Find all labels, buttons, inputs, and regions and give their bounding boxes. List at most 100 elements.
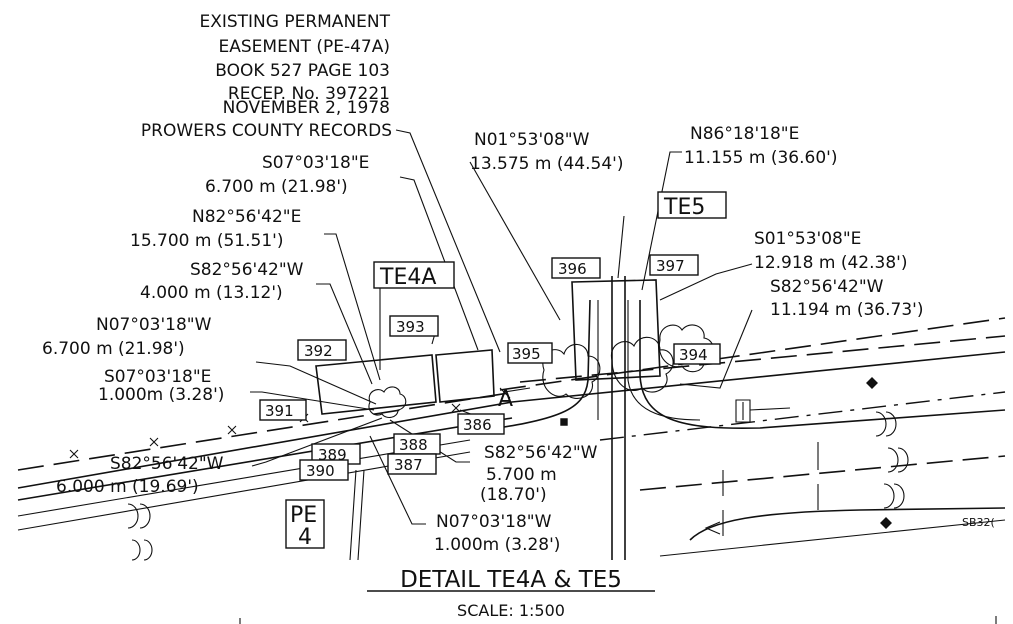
distance-text: 6.700 m (21.98'): [205, 177, 348, 197]
point-box: [457, 413, 505, 435]
point-box: [387, 453, 437, 475]
manhole-icons: [127, 411, 909, 561]
point-box: [259, 399, 307, 421]
pe4-tag-line2: 4: [298, 525, 312, 550]
parcel-tags: TE4A TE5 PE 4: [285, 191, 727, 550]
distance-text: 12.918 m (42.38'): [754, 253, 907, 273]
bearing-text: S07°03'18"E: [262, 153, 369, 173]
point-box: [299, 459, 349, 481]
point-number: 395: [512, 345, 541, 363]
road-lines: [17, 276, 1006, 560]
side-road-curb-left: [469, 299, 591, 433]
te5-tag-box: [657, 191, 727, 219]
point-number: 393: [396, 318, 425, 336]
side-road-curb-right-inner: [627, 300, 701, 421]
point-box: [297, 339, 347, 361]
square-icon: [560, 418, 568, 426]
note-line: EXISTING PERMANENT: [199, 12, 390, 32]
distance-text: 6.000 m (19.69'): [56, 477, 199, 497]
bearing-text: S82°56'42"W: [484, 443, 598, 463]
bearing-text: N86°18'18"E: [690, 124, 799, 144]
bearing-text: S82°56'42"W: [190, 260, 304, 280]
te4a-tag: TE4A: [379, 265, 436, 290]
point-number: 397: [656, 257, 685, 275]
sign-icon: [735, 399, 751, 423]
note-line: PROWERS COUNTY RECORDS: [141, 121, 392, 141]
bearing-text: S07°03'18"E: [104, 367, 211, 387]
bearing-text: N01°53'08"W: [474, 130, 590, 150]
distance-text: 6.700 m (21.98'): [42, 339, 185, 359]
pe4-tag-box: [285, 499, 325, 549]
distance-text: 5.700 m: [486, 465, 557, 485]
point-number: 386: [463, 416, 492, 434]
point-number: 387: [394, 456, 423, 474]
distance-text: 4.000 m (13.12'): [140, 283, 283, 303]
point-number: 396: [558, 260, 587, 278]
misc-marks: A SB32(: [498, 387, 995, 535]
row-line-upper-2: [519, 335, 1006, 383]
road-edge-1: [17, 351, 1006, 489]
site-features: [127, 279, 997, 624]
bearing-text: N82°56'42"E: [192, 207, 301, 227]
road-lane-dash-2: [659, 519, 1006, 557]
te5-tag: TE5: [663, 195, 705, 220]
baseline-marker: A: [498, 387, 513, 412]
distance-text: 13.575 m (44.54'): [470, 154, 623, 174]
point-box: [673, 343, 721, 365]
te5-parcel: [571, 279, 661, 381]
point-number: 391: [265, 402, 294, 420]
distance-text: 1.000m (3.28'): [98, 385, 224, 405]
point-number: 394: [679, 346, 708, 364]
note-line: BOOK 527 PAGE 103: [215, 61, 390, 81]
road-edge-2: [17, 417, 513, 501]
point-labels: 396 397 393 392 395 394 391 386 389 388 …: [259, 254, 721, 481]
leader-lines: [250, 129, 753, 525]
te4a-parcel-right: [435, 349, 495, 403]
distance-text: 11.194 m (36.73'): [770, 300, 923, 320]
side-road-curb-right: [639, 300, 1006, 430]
utility-pipe: [349, 469, 365, 561]
bearing-text: N07°03'18"W: [436, 512, 552, 532]
te4a-parcel-left: [315, 354, 437, 415]
te4a-tag-box: [373, 261, 455, 289]
scale-text: SCALE: 1:500: [457, 601, 565, 620]
bearing-text: S82°56'42"W: [110, 454, 224, 474]
diamond-icon: [866, 377, 878, 389]
tree-icon: [610, 336, 674, 393]
fence-line-left: [17, 391, 516, 471]
point-box: [389, 315, 439, 337]
bearing-text: S01°53'08"E: [754, 229, 861, 249]
distance-text: 1.000m (3.28'): [434, 535, 560, 555]
point-number: 392: [304, 342, 333, 360]
point-number: 388: [399, 436, 428, 454]
curb-arrow: [704, 521, 721, 535]
distance-text: 15.700 m (51.51'): [130, 231, 283, 251]
bearing-text: S82°56'42"W: [770, 277, 884, 297]
point-box: [551, 257, 601, 279]
point-box: [507, 342, 553, 364]
bearing-text: N07°03'18"W: [96, 315, 212, 335]
sign-line: [749, 407, 791, 411]
point-box: [649, 254, 699, 276]
detail-title: DETAIL TE4A & TE5: [400, 567, 622, 593]
shrub-icon: [368, 386, 407, 419]
row-line-upper: [499, 317, 1006, 391]
road-lane-dash: [639, 455, 1006, 491]
easement-note: EXISTING PERMANENT EASEMENT (PE-47A) BOO…: [141, 12, 392, 141]
post-line: [239, 616, 997, 624]
diamond-icon: [880, 517, 892, 529]
point-number: 390: [306, 462, 335, 480]
distance-text: 11.155 m (36.60'): [684, 148, 837, 168]
note-line: NOVEMBER 2, 1978: [223, 98, 390, 118]
side-road-curb-lower: [689, 507, 1006, 541]
lane-marks: [722, 442, 819, 536]
bearing-labels: N01°53'08"W 13.575 m (44.54') N86°18'18"…: [42, 124, 923, 555]
detail-title-block: DETAIL TE4A & TE5 SCALE: 1:500: [367, 567, 655, 620]
note-line: RECEP. No. 397221: [228, 84, 390, 104]
sheet-reference: SB32(: [962, 516, 995, 529]
distance-text-2: (18.70'): [480, 485, 547, 505]
pe4-tag-line1: PE: [290, 503, 317, 528]
tree-icon: [542, 343, 601, 399]
road-centerline: [599, 391, 1006, 441]
